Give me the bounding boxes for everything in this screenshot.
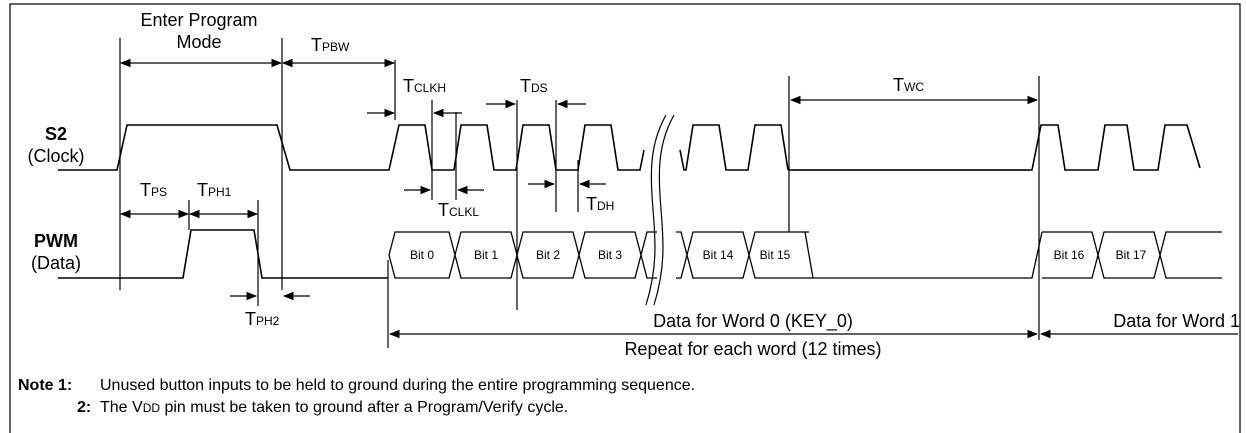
diagram-frame [9, 3, 1241, 433]
bit-label: Bit 1 [474, 248, 498, 262]
bus-word0 [388, 231, 1043, 279]
tdh-label: TDH [586, 194, 614, 214]
s2-signal-desc: (Clock) [28, 146, 85, 166]
tps-label: TPS [140, 180, 167, 200]
note2-text: The VDD pin must be taken to ground afte… [100, 399, 568, 416]
s2-signal-name: S2 [45, 124, 67, 144]
bit-label: Bit 3 [598, 248, 622, 262]
tpbw-label: TPBW [311, 35, 350, 55]
bit-label: Bit 17 [1116, 248, 1147, 262]
enter-program-mode-label: Mode [176, 32, 221, 52]
bit-label: Bit 16 [1054, 248, 1085, 262]
tph2-label: TPH2 [245, 309, 280, 329]
reference-lines [119, 38, 1040, 348]
pwm-data-waveform: Bit 0 Bit 1 Bit 2 Bit 3 Bit 14 Bit 15 Bi… [58, 229, 1222, 279]
repeat-label: Repeat for each word (12 times) [624, 339, 881, 359]
twc-label: TWC [893, 75, 924, 95]
bit-label: Bit 14 [703, 248, 734, 262]
note1-label: Note 1: [18, 377, 72, 394]
tph1-label: TPH1 [197, 180, 232, 200]
enter-program-label: Enter Program [140, 10, 257, 30]
tclkl-label: TCLKL [438, 200, 479, 220]
tds-label: TDS [520, 76, 548, 96]
dimension-arrows [119, 58, 1238, 339]
note2-label: 2: [77, 399, 91, 416]
word1-label: Data for Word 1 [1113, 311, 1240, 331]
pwm-signal-name: PWM [34, 231, 78, 251]
bit-label: Bit 2 [536, 248, 560, 262]
word0-label: Data for Word 0 (KEY_0) [653, 311, 853, 332]
break-mark [645, 114, 675, 306]
s2-clock-waveform [58, 124, 1201, 171]
pwm-signal-desc: (Data) [31, 253, 81, 273]
note1-text: Unused button inputs to be held to groun… [100, 377, 695, 394]
bus-word1 [1042, 231, 1222, 279]
tclkh-label: TCLKH [403, 76, 446, 96]
bit-label: Bit 15 [760, 248, 791, 262]
bit-label: Bit 0 [410, 248, 434, 262]
